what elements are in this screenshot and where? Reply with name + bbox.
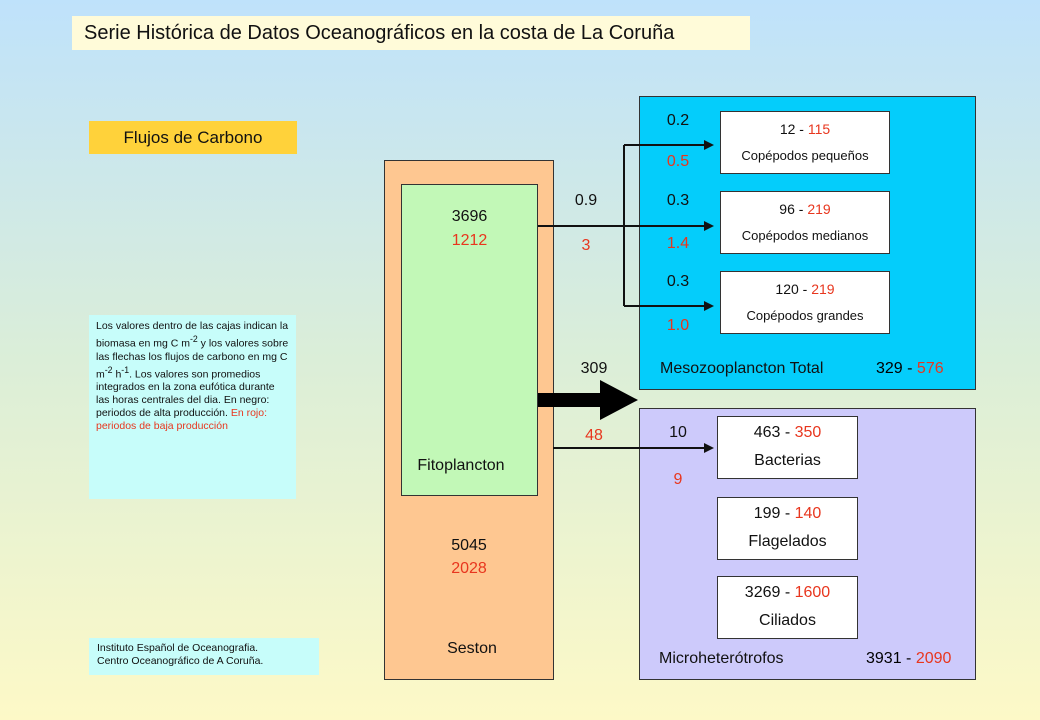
note-text-2: y los valores sobre las flechas los fluj… bbox=[96, 337, 289, 381]
mesozooplancton-values: 329 - 576 bbox=[876, 360, 944, 378]
bacterias-high: 463 bbox=[753, 424, 781, 441]
fitoplancton-box bbox=[401, 184, 538, 496]
arrow-block-seston bbox=[538, 380, 638, 420]
separator: - bbox=[780, 505, 795, 522]
note-text-1: Los valores dentro de las cajas indican … bbox=[96, 320, 289, 350]
separator: - bbox=[798, 281, 812, 297]
seston-low-value: 2028 bbox=[451, 560, 487, 577]
copepodos-medianos-box: 96 - 219 Copépodos medianos bbox=[720, 191, 890, 254]
bacterias-box: 463 - 350 Bacterias bbox=[717, 416, 858, 479]
flux-medianos-high: 0.3 bbox=[666, 192, 690, 209]
institution-box: Instituto Español de Oceanografia. Centr… bbox=[89, 638, 319, 675]
separator: - bbox=[794, 201, 808, 217]
note-text-red: En rojo: periodos de baja producción bbox=[96, 407, 268, 432]
note-text-4: . Los valores son promedios integrados e… bbox=[96, 368, 275, 419]
institution-line-2: Centro Oceanográfico de A Coruña. bbox=[97, 655, 264, 667]
flux-meso-total-high: 309 bbox=[580, 360, 608, 377]
copepodos-medianos-high: 96 bbox=[779, 201, 795, 217]
flagelados-label: Flagelados bbox=[748, 533, 827, 550]
flux-grandes-low: 1.0 bbox=[666, 317, 690, 334]
microheterotrofos-label: Microheterótrofos bbox=[659, 650, 784, 667]
flux-medianos-low: 1.4 bbox=[666, 235, 690, 252]
copepodos-grandes-low: 219 bbox=[811, 281, 835, 297]
copepodos-pequenos-high: 12 bbox=[779, 121, 796, 137]
mesozooplancton-low: 576 bbox=[916, 360, 944, 377]
microheterotrofos-values: 3931 - 2090 bbox=[866, 650, 951, 668]
copepodos-medianos-low: 219 bbox=[807, 201, 831, 217]
mesozooplancton-high: 329 bbox=[876, 360, 903, 377]
copepodos-grandes-box: 120 - 219 Copépodos grandes bbox=[720, 271, 890, 334]
ciliados-low: 1600 bbox=[794, 584, 831, 601]
page-title: Serie Histórica de Datos Oceanográficos … bbox=[72, 16, 750, 50]
ciliados-high: 3269 bbox=[744, 584, 781, 601]
bacterias-label: Bacterias bbox=[754, 452, 821, 469]
copepodos-pequenos-low: 115 bbox=[807, 121, 831, 137]
bacterias-low: 350 bbox=[794, 424, 822, 441]
flux-pequenos-low: 0.5 bbox=[666, 153, 690, 170]
fito-low-value: 1212 bbox=[451, 232, 488, 249]
flagelados-high: 199 bbox=[753, 505, 781, 522]
seston-label: Seston bbox=[447, 640, 497, 657]
flux-meso-total-low: 48 bbox=[585, 427, 603, 444]
note-sup-3: -1 bbox=[121, 364, 130, 375]
fito-label: Fitoplancton bbox=[417, 457, 505, 474]
note-sup-2: -2 bbox=[104, 364, 113, 375]
separator: - bbox=[780, 584, 795, 601]
note-sup-1: -2 bbox=[189, 334, 198, 344]
section-label-flujos: Flujos de Carbono bbox=[89, 121, 297, 154]
flux-pequenos-high: 0.2 bbox=[666, 112, 690, 129]
copepodos-grandes-high: 120 bbox=[775, 281, 799, 297]
flagelados-low: 140 bbox=[794, 505, 822, 522]
microheterotrofos-high: 3931 bbox=[866, 650, 902, 667]
flux-bacterias-high: 10 bbox=[669, 424, 687, 441]
separator: - bbox=[795, 121, 808, 137]
copepodos-pequenos-label: Copépodos pequeños bbox=[741, 148, 869, 163]
flagelados-box: 199 - 140 Flagelados bbox=[717, 497, 858, 560]
separator: - bbox=[901, 650, 916, 667]
microheterotrofos-low: 2090 bbox=[915, 650, 952, 667]
ciliados-label: Ciliados bbox=[759, 612, 816, 629]
note-text-3: h bbox=[112, 368, 122, 380]
copepodos-medianos-label: Copépodos medianos bbox=[741, 228, 869, 243]
separator: - bbox=[902, 360, 917, 377]
legend-note: Los valores dentro de las cajas indican … bbox=[89, 315, 296, 499]
fito-high-value: 3696 bbox=[451, 208, 488, 225]
copepodos-pequenos-box: 12 - 115 Copépodos pequeños bbox=[720, 111, 890, 174]
copepodos-grandes-label: Copépodos grandes bbox=[746, 308, 864, 323]
flux-copepods-high: 0.9 bbox=[574, 192, 598, 209]
institution-line-1: Instituto Español de Oceanografia. bbox=[97, 642, 259, 654]
flux-copepods-low: 3 bbox=[581, 237, 591, 254]
seston-high-value: 5045 bbox=[451, 537, 487, 554]
separator: - bbox=[780, 424, 795, 441]
mesozooplancton-label: Mesozooplancton Total bbox=[660, 360, 824, 377]
ciliados-box: 3269 - 1600 Ciliados bbox=[717, 576, 858, 639]
flux-grandes-high: 0.3 bbox=[666, 273, 690, 290]
flux-bacterias-low: 9 bbox=[673, 471, 683, 488]
